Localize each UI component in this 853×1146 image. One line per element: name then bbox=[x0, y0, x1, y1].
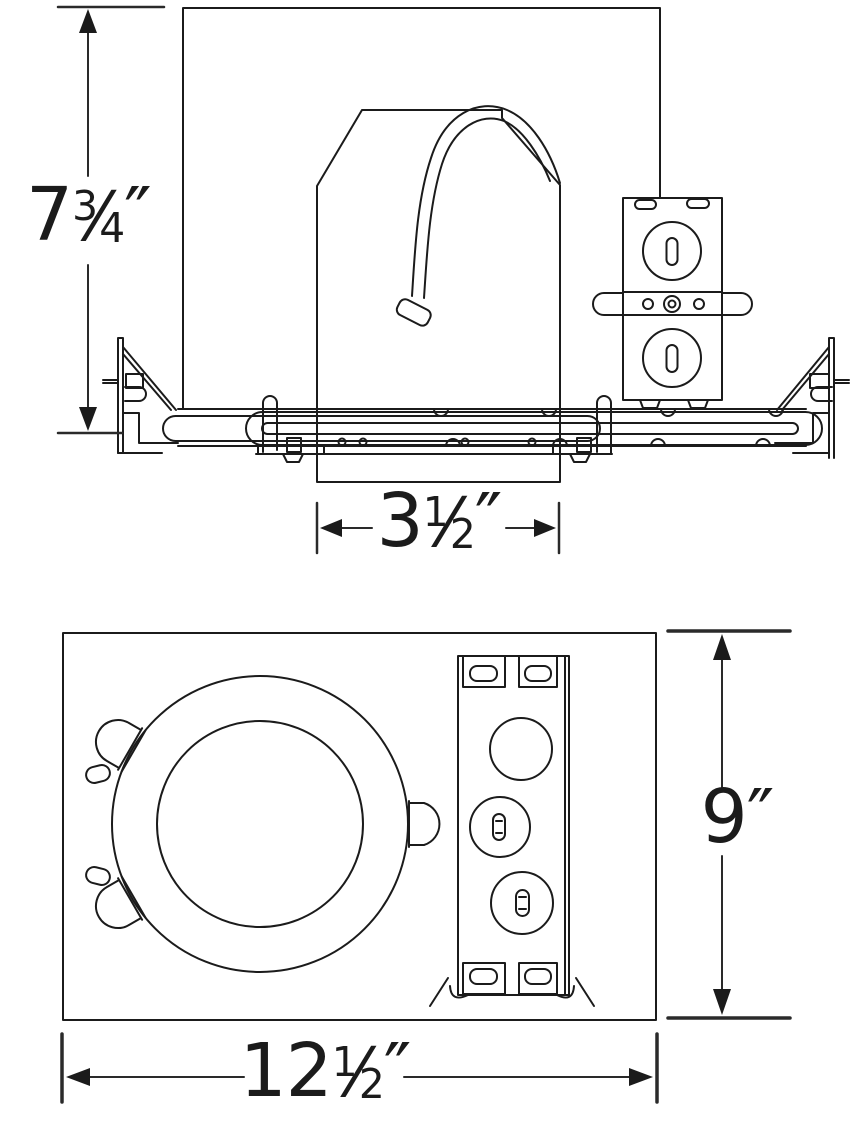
knockout-top bbox=[642, 221, 702, 281]
plaster-frame-plan bbox=[62, 632, 657, 1021]
dimension-label-plan-height: 9″ bbox=[700, 774, 775, 860]
trim-slot-lower bbox=[85, 866, 111, 886]
dimension-side-height bbox=[56, 5, 166, 435]
knockout-plain bbox=[489, 717, 553, 781]
frame-clip-right bbox=[596, 395, 612, 453]
dimension-label-plan-width: 1212″ bbox=[240, 1034, 412, 1113]
arrowhead-down bbox=[713, 989, 731, 1015]
plaster-frame-outline bbox=[182, 7, 661, 410]
arrowhead-up bbox=[79, 9, 97, 33]
arrowhead-right bbox=[534, 519, 556, 537]
frame-clip-left bbox=[262, 395, 278, 453]
dimension-aperture-width bbox=[315, 501, 561, 555]
trim-tab-upper-left bbox=[94, 719, 147, 773]
arrowhead-left bbox=[66, 1068, 90, 1086]
junction-box-side bbox=[592, 197, 753, 409]
dimension-label-aperture-width: 312″ bbox=[377, 484, 503, 563]
arrowhead-down bbox=[79, 407, 97, 431]
side-elevation-view bbox=[102, 7, 850, 483]
junction-box-plan bbox=[429, 655, 595, 1007]
arrowhead-right bbox=[629, 1068, 653, 1086]
arrowhead-up bbox=[713, 634, 731, 660]
junction-box-foot-right bbox=[556, 977, 595, 1007]
plan-view bbox=[62, 632, 657, 1021]
trim-tab-right bbox=[408, 800, 441, 848]
trim-tab-lower-left bbox=[94, 875, 147, 929]
dimension-label-side-height: 734″ bbox=[26, 178, 152, 257]
knockout-lower bbox=[490, 871, 554, 935]
hanger-bar-small bbox=[162, 415, 601, 442]
lamp-housing-can bbox=[316, 109, 561, 483]
trim-aperture bbox=[156, 720, 364, 928]
junction-box-feet bbox=[639, 399, 709, 409]
nail-on-bracket-right bbox=[774, 337, 850, 459]
dimension-plan-height bbox=[666, 629, 792, 1020]
cable-loop bbox=[395, 105, 561, 327]
knockout-bottom bbox=[642, 328, 702, 388]
junction-box-slot bbox=[686, 198, 710, 209]
arrowhead-left bbox=[320, 519, 342, 537]
dimension-plan-width bbox=[60, 1032, 659, 1104]
junction-box-slot bbox=[634, 199, 657, 210]
nail-on-bracket-left bbox=[102, 337, 179, 454]
junction-box-foot-left bbox=[429, 977, 469, 1007]
hanger-bar-slot bbox=[261, 422, 799, 435]
cable-connector bbox=[395, 298, 432, 327]
trim-slot-upper bbox=[85, 764, 111, 784]
mounting-strap bbox=[592, 291, 753, 316]
hanger-bar-assembly bbox=[162, 395, 823, 463]
knockout-middle bbox=[469, 796, 531, 858]
